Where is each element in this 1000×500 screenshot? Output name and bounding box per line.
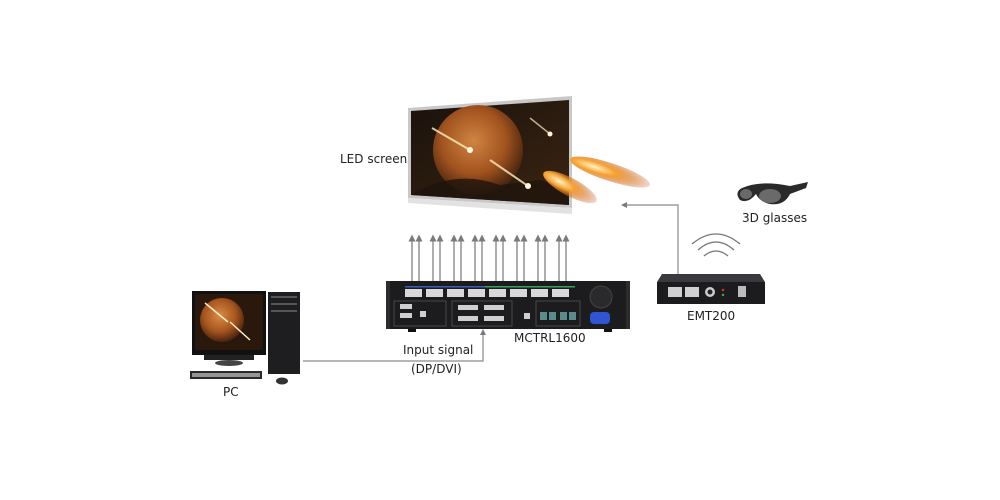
output-arrows — [408, 234, 570, 283]
led-screen-image — [408, 96, 572, 214]
emt200-device-image — [657, 274, 765, 304]
input-signal-label: Input signal — [403, 343, 474, 357]
input-signal-line — [303, 329, 486, 362]
input-signal-type-label: (DP/DVI) — [411, 362, 462, 376]
pc-image — [190, 291, 300, 385]
wireless-signal-icon — [691, 233, 741, 257]
3d-glasses-label: 3D glasses — [742, 211, 808, 225]
3d-glasses-image — [737, 182, 808, 205]
mctrl1600-label: MCTRL1600 — [514, 331, 586, 345]
led-screen-label: LED screen — [340, 152, 408, 166]
sync-signal-line — [621, 202, 679, 282]
mctrl1600-device-image — [386, 281, 630, 332]
pc-label: PC — [223, 385, 239, 399]
emt200-label: EMT200 — [687, 309, 736, 323]
comet-effect — [543, 156, 651, 204]
